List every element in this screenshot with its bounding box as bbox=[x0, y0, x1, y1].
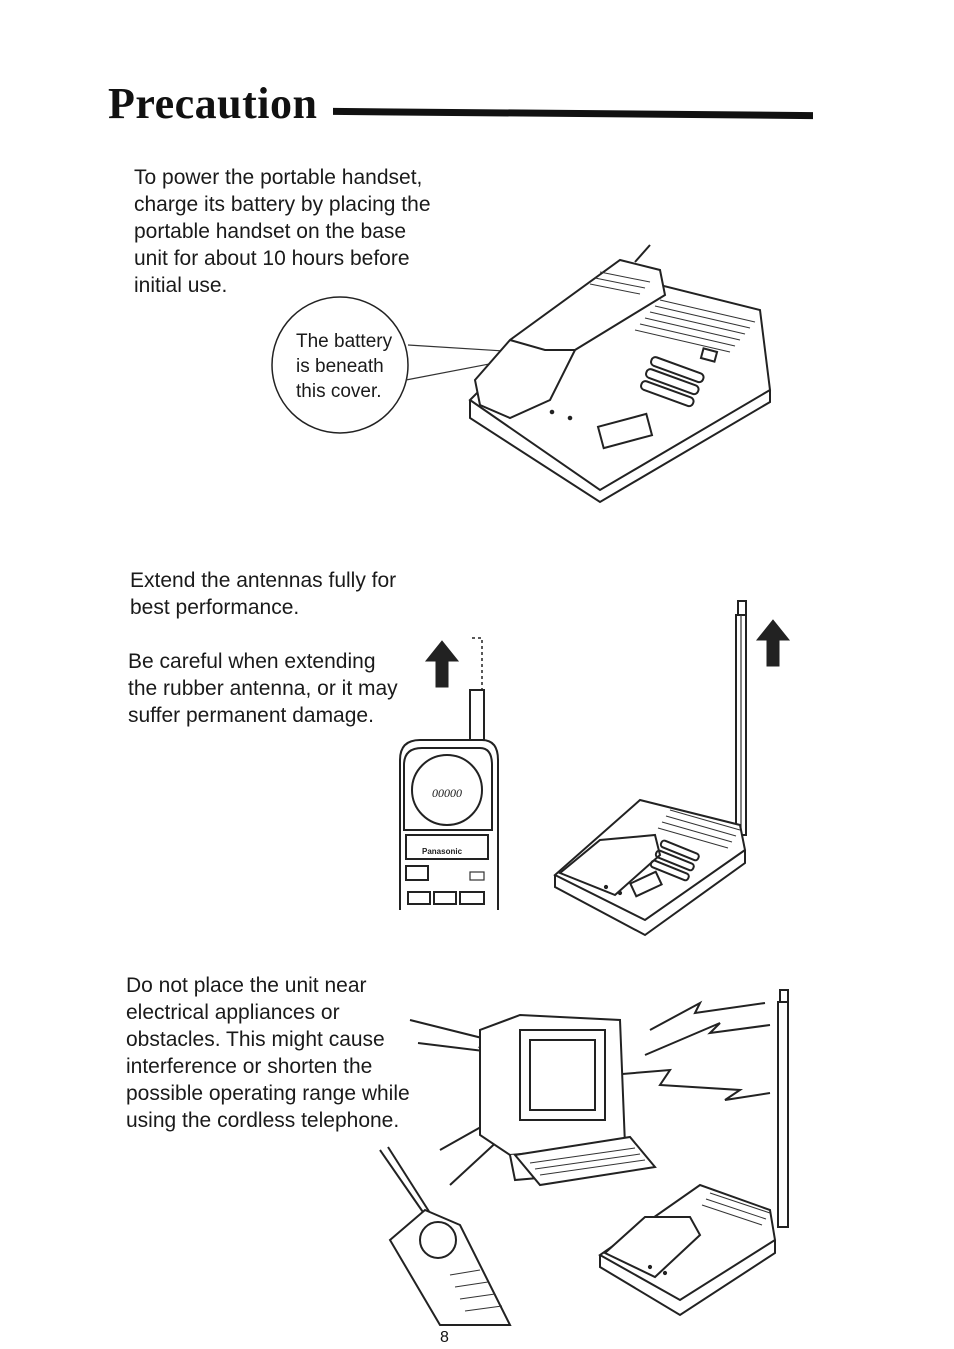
svg-text:00000: 00000 bbox=[432, 786, 462, 800]
base-unit-illustration bbox=[271, 244, 772, 504]
portable-handset-illustration: 00000 Panasonic bbox=[399, 637, 499, 910]
handset-brand: Panasonic bbox=[422, 847, 463, 856]
base-unit-antenna-illustration bbox=[553, 600, 747, 937]
up-arrow-icon bbox=[424, 640, 460, 688]
interference-illustration bbox=[379, 989, 789, 1326]
page-number: 8 bbox=[440, 1329, 449, 1346]
up-arrow-icon bbox=[755, 619, 791, 667]
antenna-instructions: Extend the antennas fully for best perfo… bbox=[130, 569, 397, 619]
interference-warning: Do not place the unit near electrical ap… bbox=[126, 974, 410, 1132]
page-title: Precaution bbox=[108, 79, 318, 128]
title-rule bbox=[333, 107, 813, 120]
rubber-antenna-warning: Be careful when extending the rubber ant… bbox=[128, 650, 398, 727]
charge-instructions: To power the portable handset, charge it… bbox=[134, 166, 431, 297]
battery-callout: The battery is beneath this cover. bbox=[296, 331, 393, 402]
